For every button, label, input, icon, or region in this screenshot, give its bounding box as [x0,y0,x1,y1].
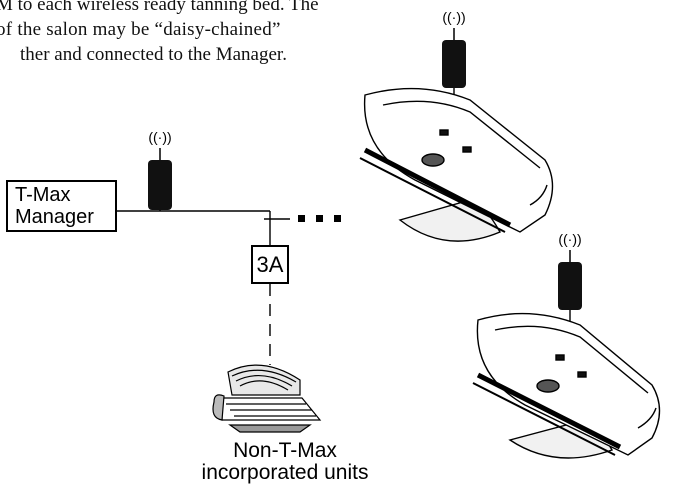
caption-line: Non-T-Max [233,439,337,462]
wireless-signal-icon: ((·)) [558,231,581,247]
tanning-bed-icon [472,312,661,459]
wireless-signal-icon: ((·)) [148,129,171,145]
daisy-chain-ellipsis [298,215,341,222]
wireless-module-icon [148,148,172,210]
hub-label: 3A [256,252,284,277]
wireless-module-icon [558,250,582,310]
caption-line: incorporated units [201,461,369,484]
tanning-bed-icon [359,87,554,242]
body-text-line: ther and connected to the Manager. [20,44,287,65]
body-text: M to each wireless ready tanning bed. Th… [0,0,395,67]
wireless-module-icon [442,28,466,88]
hub-3a-box: 3A [251,245,289,284]
non-tmax-caption: Non-T-Max incorporated units [200,440,370,484]
open-tanning-bed-icon [212,364,322,433]
body-text-line: of the salon may be “daisy-chained” [0,19,281,40]
manager-label-line: Manager [15,206,94,228]
body-text-line: M to each wireless ready tanning bed. Th… [0,0,319,15]
manager-label-line: T-Max [15,184,71,206]
t-max-manager-box: T-Max Manager [6,180,117,232]
wireless-signal-icon: ((·)) [442,9,465,25]
